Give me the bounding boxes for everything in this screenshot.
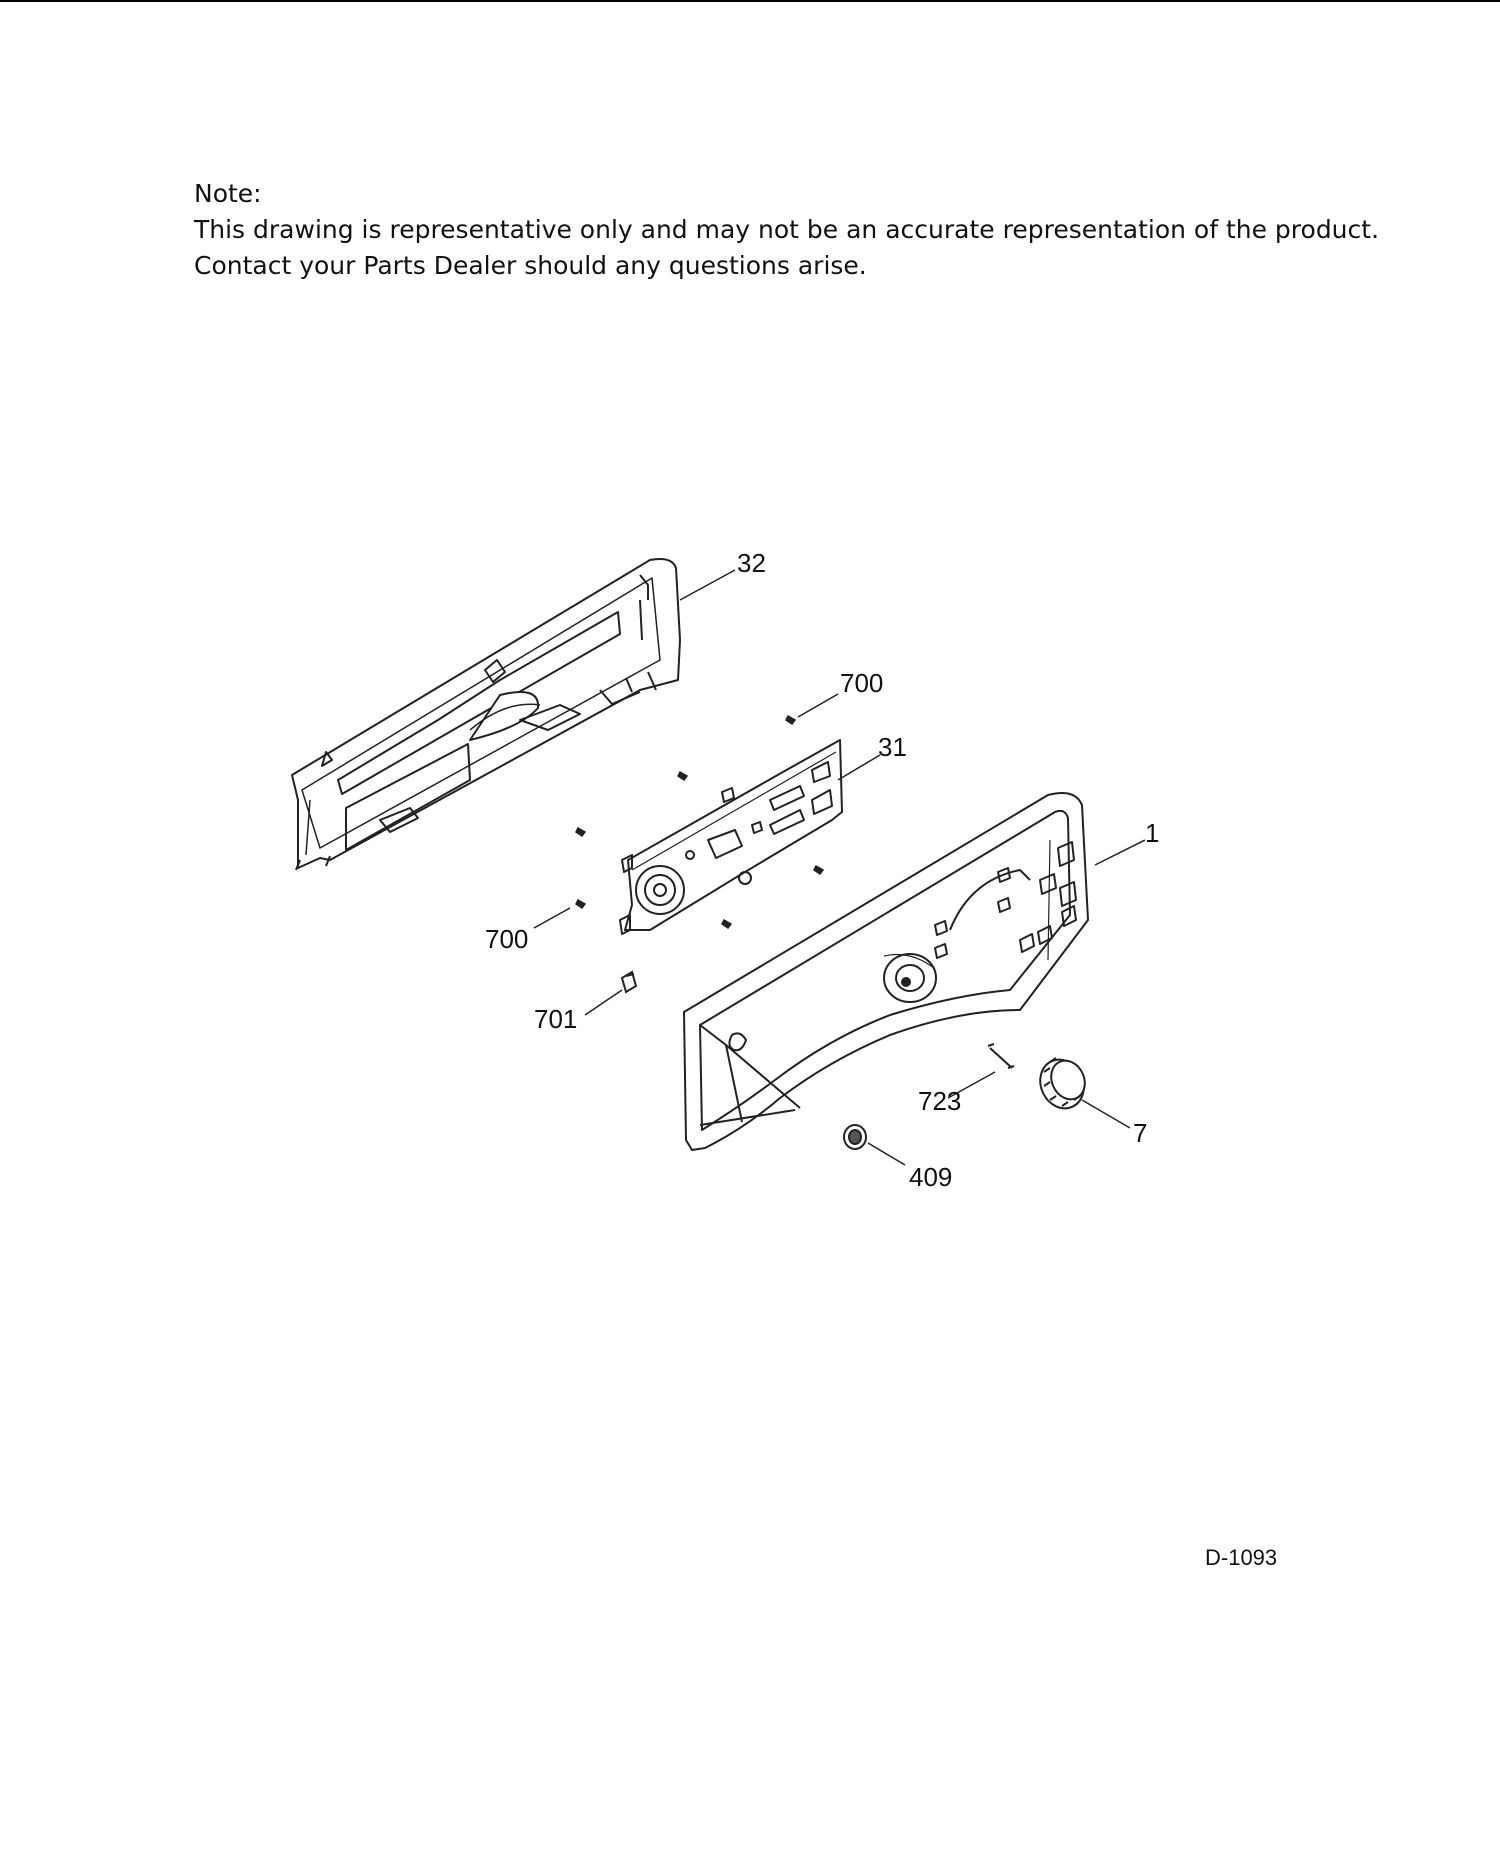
knob-bushing-part [843, 1124, 867, 1150]
callout-723: 723 [918, 1086, 961, 1116]
bracket-part [291, 558, 681, 871]
knob-part [1039, 1057, 1086, 1110]
note-line-2: Contact your Parts Dealer should any que… [194, 251, 867, 280]
callout-1: 1 [1145, 818, 1159, 848]
callout-701: 701 [534, 1004, 577, 1034]
note-line-1: This drawing is representative only and … [194, 215, 1380, 244]
light-pipe-part [620, 970, 638, 994]
spring-part [987, 1043, 1015, 1069]
note-block: Note: This drawing is representative onl… [194, 176, 1394, 284]
callout-7: 7 [1133, 1118, 1147, 1148]
control-board-part [619, 739, 843, 935]
leader-lines [533, 569, 1146, 1166]
screw-parts [575, 714, 825, 930]
callout-700-upper: 700 [840, 668, 883, 698]
callout-700-lower: 700 [485, 924, 528, 954]
callout-31: 31 [878, 732, 907, 762]
note-heading: Note: [194, 179, 262, 208]
top-border-line [0, 0, 1500, 2]
figure-code: D-1093 [1205, 1545, 1278, 1570]
callout-32: 32 [737, 548, 766, 578]
callout-409: 409 [909, 1162, 952, 1192]
console-panel-part [683, 792, 1089, 1151]
